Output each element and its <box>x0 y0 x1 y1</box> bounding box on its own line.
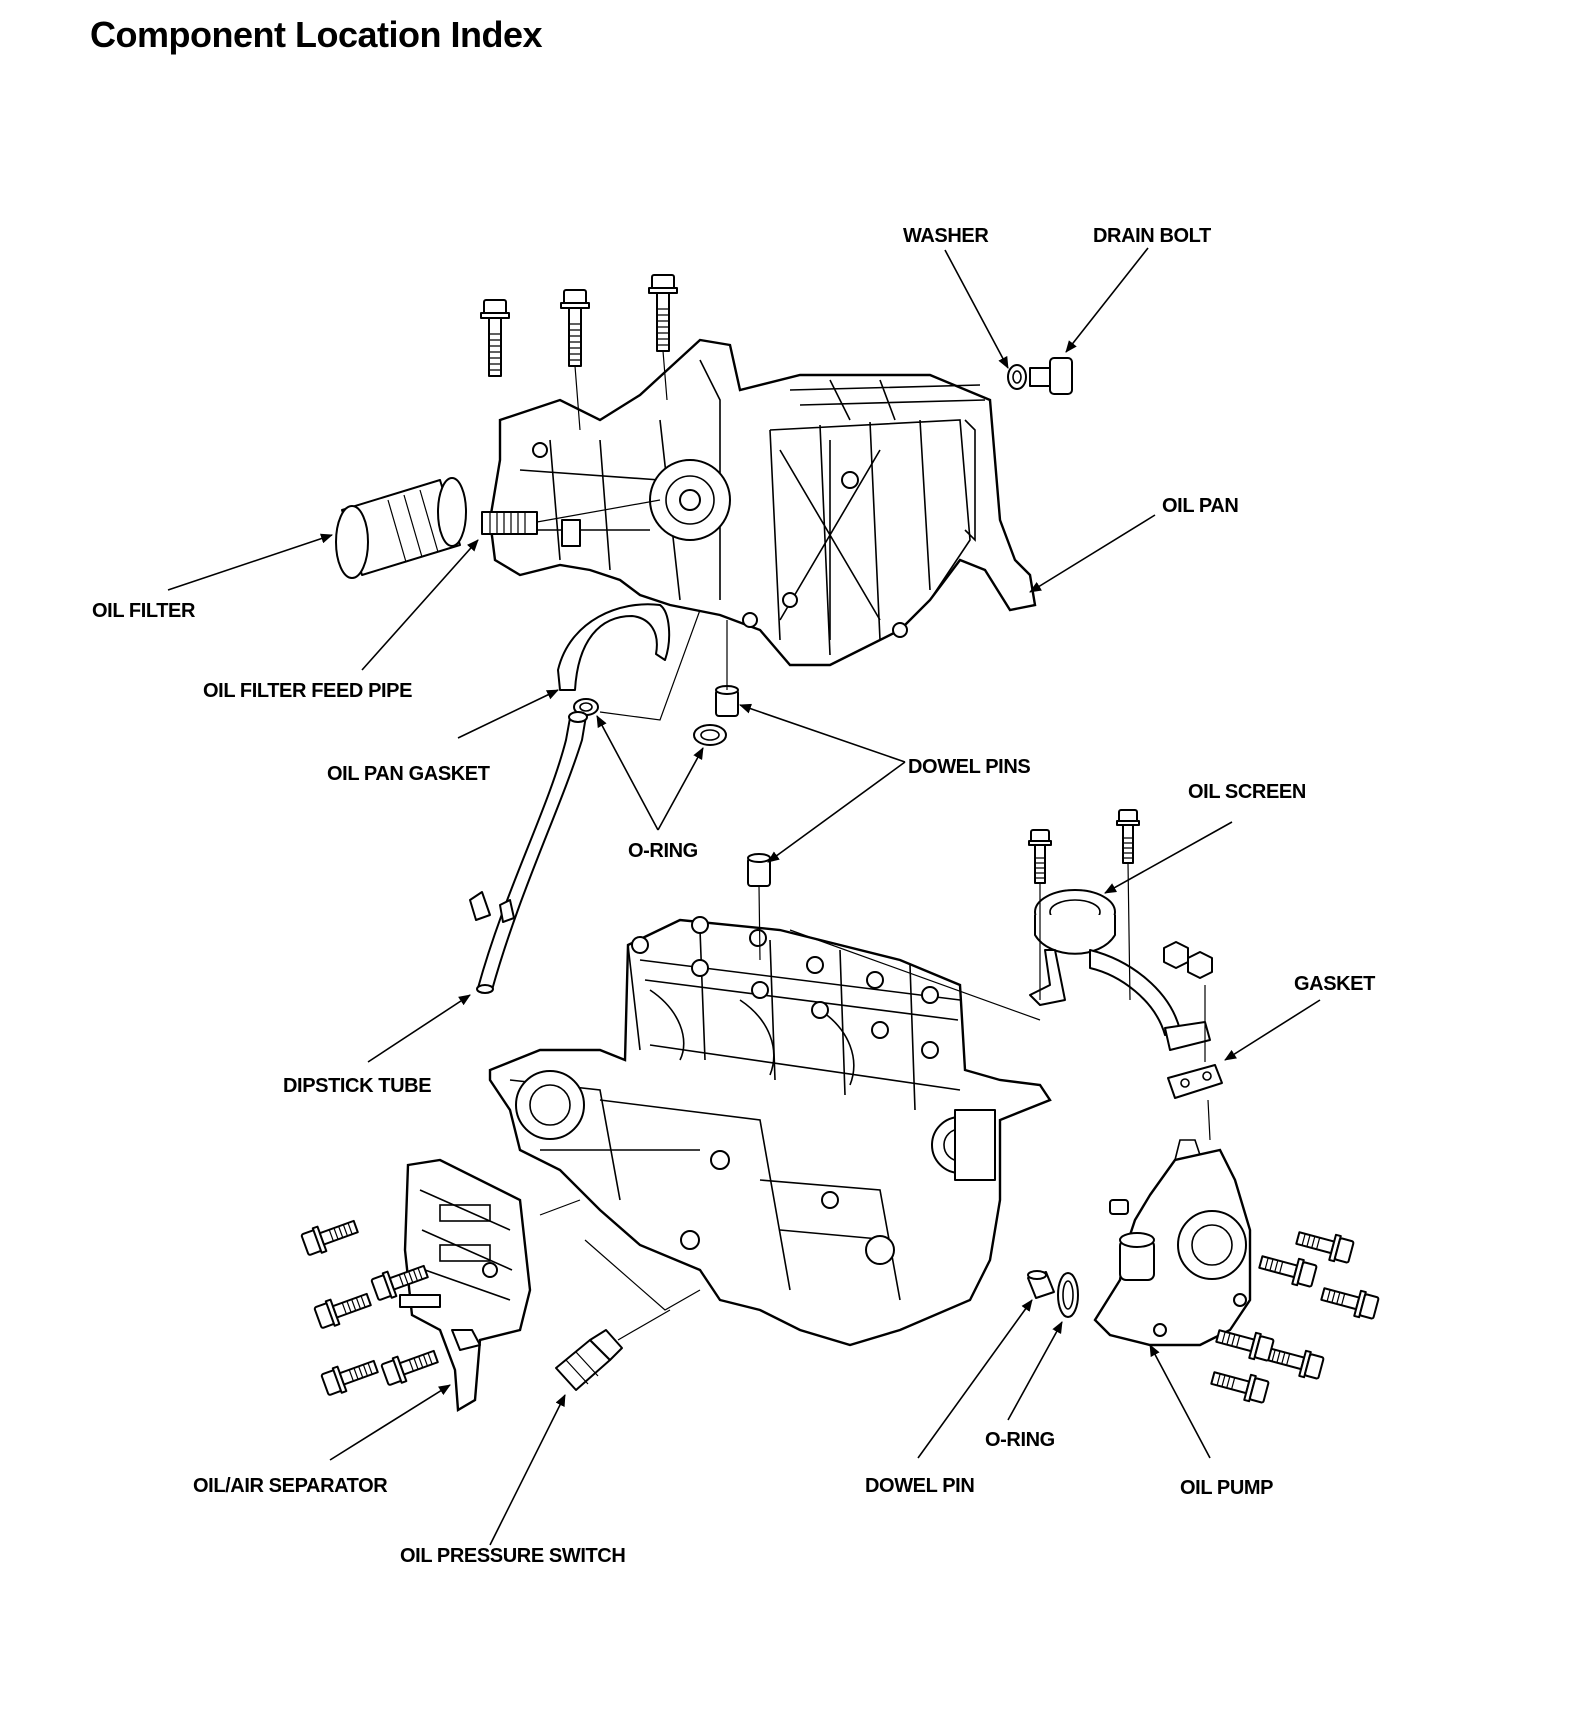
o-ring-upper-right <box>693 724 727 746</box>
label-dipstick-tube: DIPSTICK TUBE <box>283 1075 431 1097</box>
oil-pump <box>1093 1139 1252 1347</box>
leader-lines <box>167 247 1321 1546</box>
oil-air-separator-bolt-4 <box>319 1353 382 1399</box>
engine-block <box>488 916 1052 1347</box>
label-drain-bolt: DRAIN BOLT <box>1093 225 1211 247</box>
oil-pressure-switch <box>555 1329 623 1391</box>
label-oil-screen: OIL SCREEN <box>1188 781 1306 803</box>
label-oil-filter: OIL FILTER <box>92 600 196 622</box>
oil-pan-gasket <box>557 603 671 691</box>
label-dowel-pins: DOWEL PINS <box>908 756 1030 778</box>
oil-screen-bolt-2 <box>1116 809 1140 864</box>
oil-pump-bolt-1 <box>1293 1224 1356 1266</box>
oil-screen-nut-2 <box>1187 951 1213 979</box>
oil-screen <box>1029 889 1211 1051</box>
label-washer: WASHER <box>903 225 989 247</box>
oil-air-separator-bolt-3 <box>312 1286 375 1332</box>
drain-bolt <box>1029 357 1073 395</box>
dowel-pin-upper <box>715 685 739 717</box>
oil-screen-nut-1 <box>1163 941 1189 969</box>
gasket <box>1167 1064 1223 1099</box>
oil-pump-bolt-6 <box>1208 1364 1271 1406</box>
label-o-ring-bottom: O-RING <box>985 1429 1055 1451</box>
dipstick-tube <box>469 711 588 994</box>
label-oil-pump: OIL PUMP <box>1180 1477 1273 1499</box>
oil-pan <box>488 338 1037 667</box>
label-oil-filter-feed-pipe: OIL FILTER FEED PIPE <box>203 680 412 702</box>
oil-pump-bolt-5 <box>1213 1322 1276 1364</box>
oil-filter <box>335 477 467 579</box>
label-oil-pressure-switch: OIL PRESSURE SWITCH <box>400 1545 625 1567</box>
label-gasket: GASKET <box>1294 973 1375 995</box>
dowel-pin-block <box>747 853 771 887</box>
oil-pump-bolt-2 <box>1256 1248 1319 1290</box>
label-dowel-pin: DOWEL PIN <box>865 1475 974 1497</box>
oil-air-separator-bolt-1 <box>299 1213 362 1259</box>
page-title: Component Location Index <box>90 14 543 55</box>
oil-pan-bolt-1 <box>480 299 510 377</box>
label-o-ring-top: O-RING <box>628 840 698 862</box>
oil-pan-bolt-2 <box>560 289 590 367</box>
label-oil-air-separator: OIL/AIR SEPARATOR <box>193 1475 388 1497</box>
oil-air-separator-bolt-5 <box>379 1343 442 1389</box>
o-ring-lower <box>1057 1272 1079 1318</box>
oil-filter-feed-pipe <box>481 499 661 535</box>
oil-pump-bolt-4 <box>1263 1340 1326 1382</box>
dowel-pin-lower <box>1027 1270 1055 1299</box>
oil-pan-bolt-3 <box>648 274 678 352</box>
label-oil-pan: OIL PAN <box>1162 495 1238 517</box>
oil-air-separator <box>399 1158 532 1413</box>
washer <box>1007 364 1027 390</box>
label-oil-pan-gasket: OIL PAN GASKET <box>327 763 490 785</box>
oil-pump-bolt-3 <box>1318 1280 1381 1322</box>
oil-screen-bolt-1 <box>1028 829 1052 884</box>
